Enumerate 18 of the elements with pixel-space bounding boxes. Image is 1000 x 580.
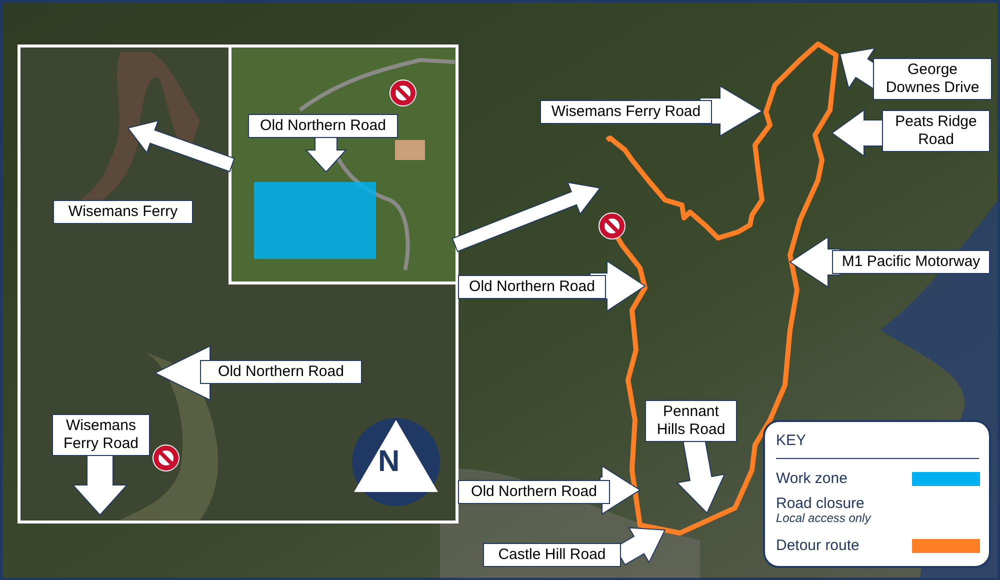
- road-label: Castle Hill Road: [483, 543, 621, 567]
- road-label: Wisemans Ferry: [53, 200, 193, 224]
- road-label: M1 Pacific Motorway: [832, 250, 990, 274]
- legend-label: Road closure: [776, 495, 864, 513]
- road-label: Pennant Hills Road: [645, 400, 737, 442]
- road-label: Old Northern Road: [458, 275, 606, 299]
- north-label: N: [378, 446, 400, 478]
- legend-title: KEY: [776, 432, 806, 450]
- legend-label: Work zone: [776, 470, 848, 488]
- road-label: Old Northern Road: [248, 114, 398, 138]
- road-label: Wisemans Ferry Road: [52, 414, 150, 456]
- legend-note: Local access only: [776, 511, 871, 525]
- road-label: Old Northern Road: [458, 480, 610, 504]
- road-label: Wisemans Ferry Road: [540, 100, 712, 124]
- road-label: Peats Ridge Road: [882, 110, 990, 152]
- road-label: Old Northern Road: [200, 360, 362, 384]
- legend-label: Detour route: [776, 537, 860, 555]
- road-label: George Downes Drive: [873, 58, 992, 100]
